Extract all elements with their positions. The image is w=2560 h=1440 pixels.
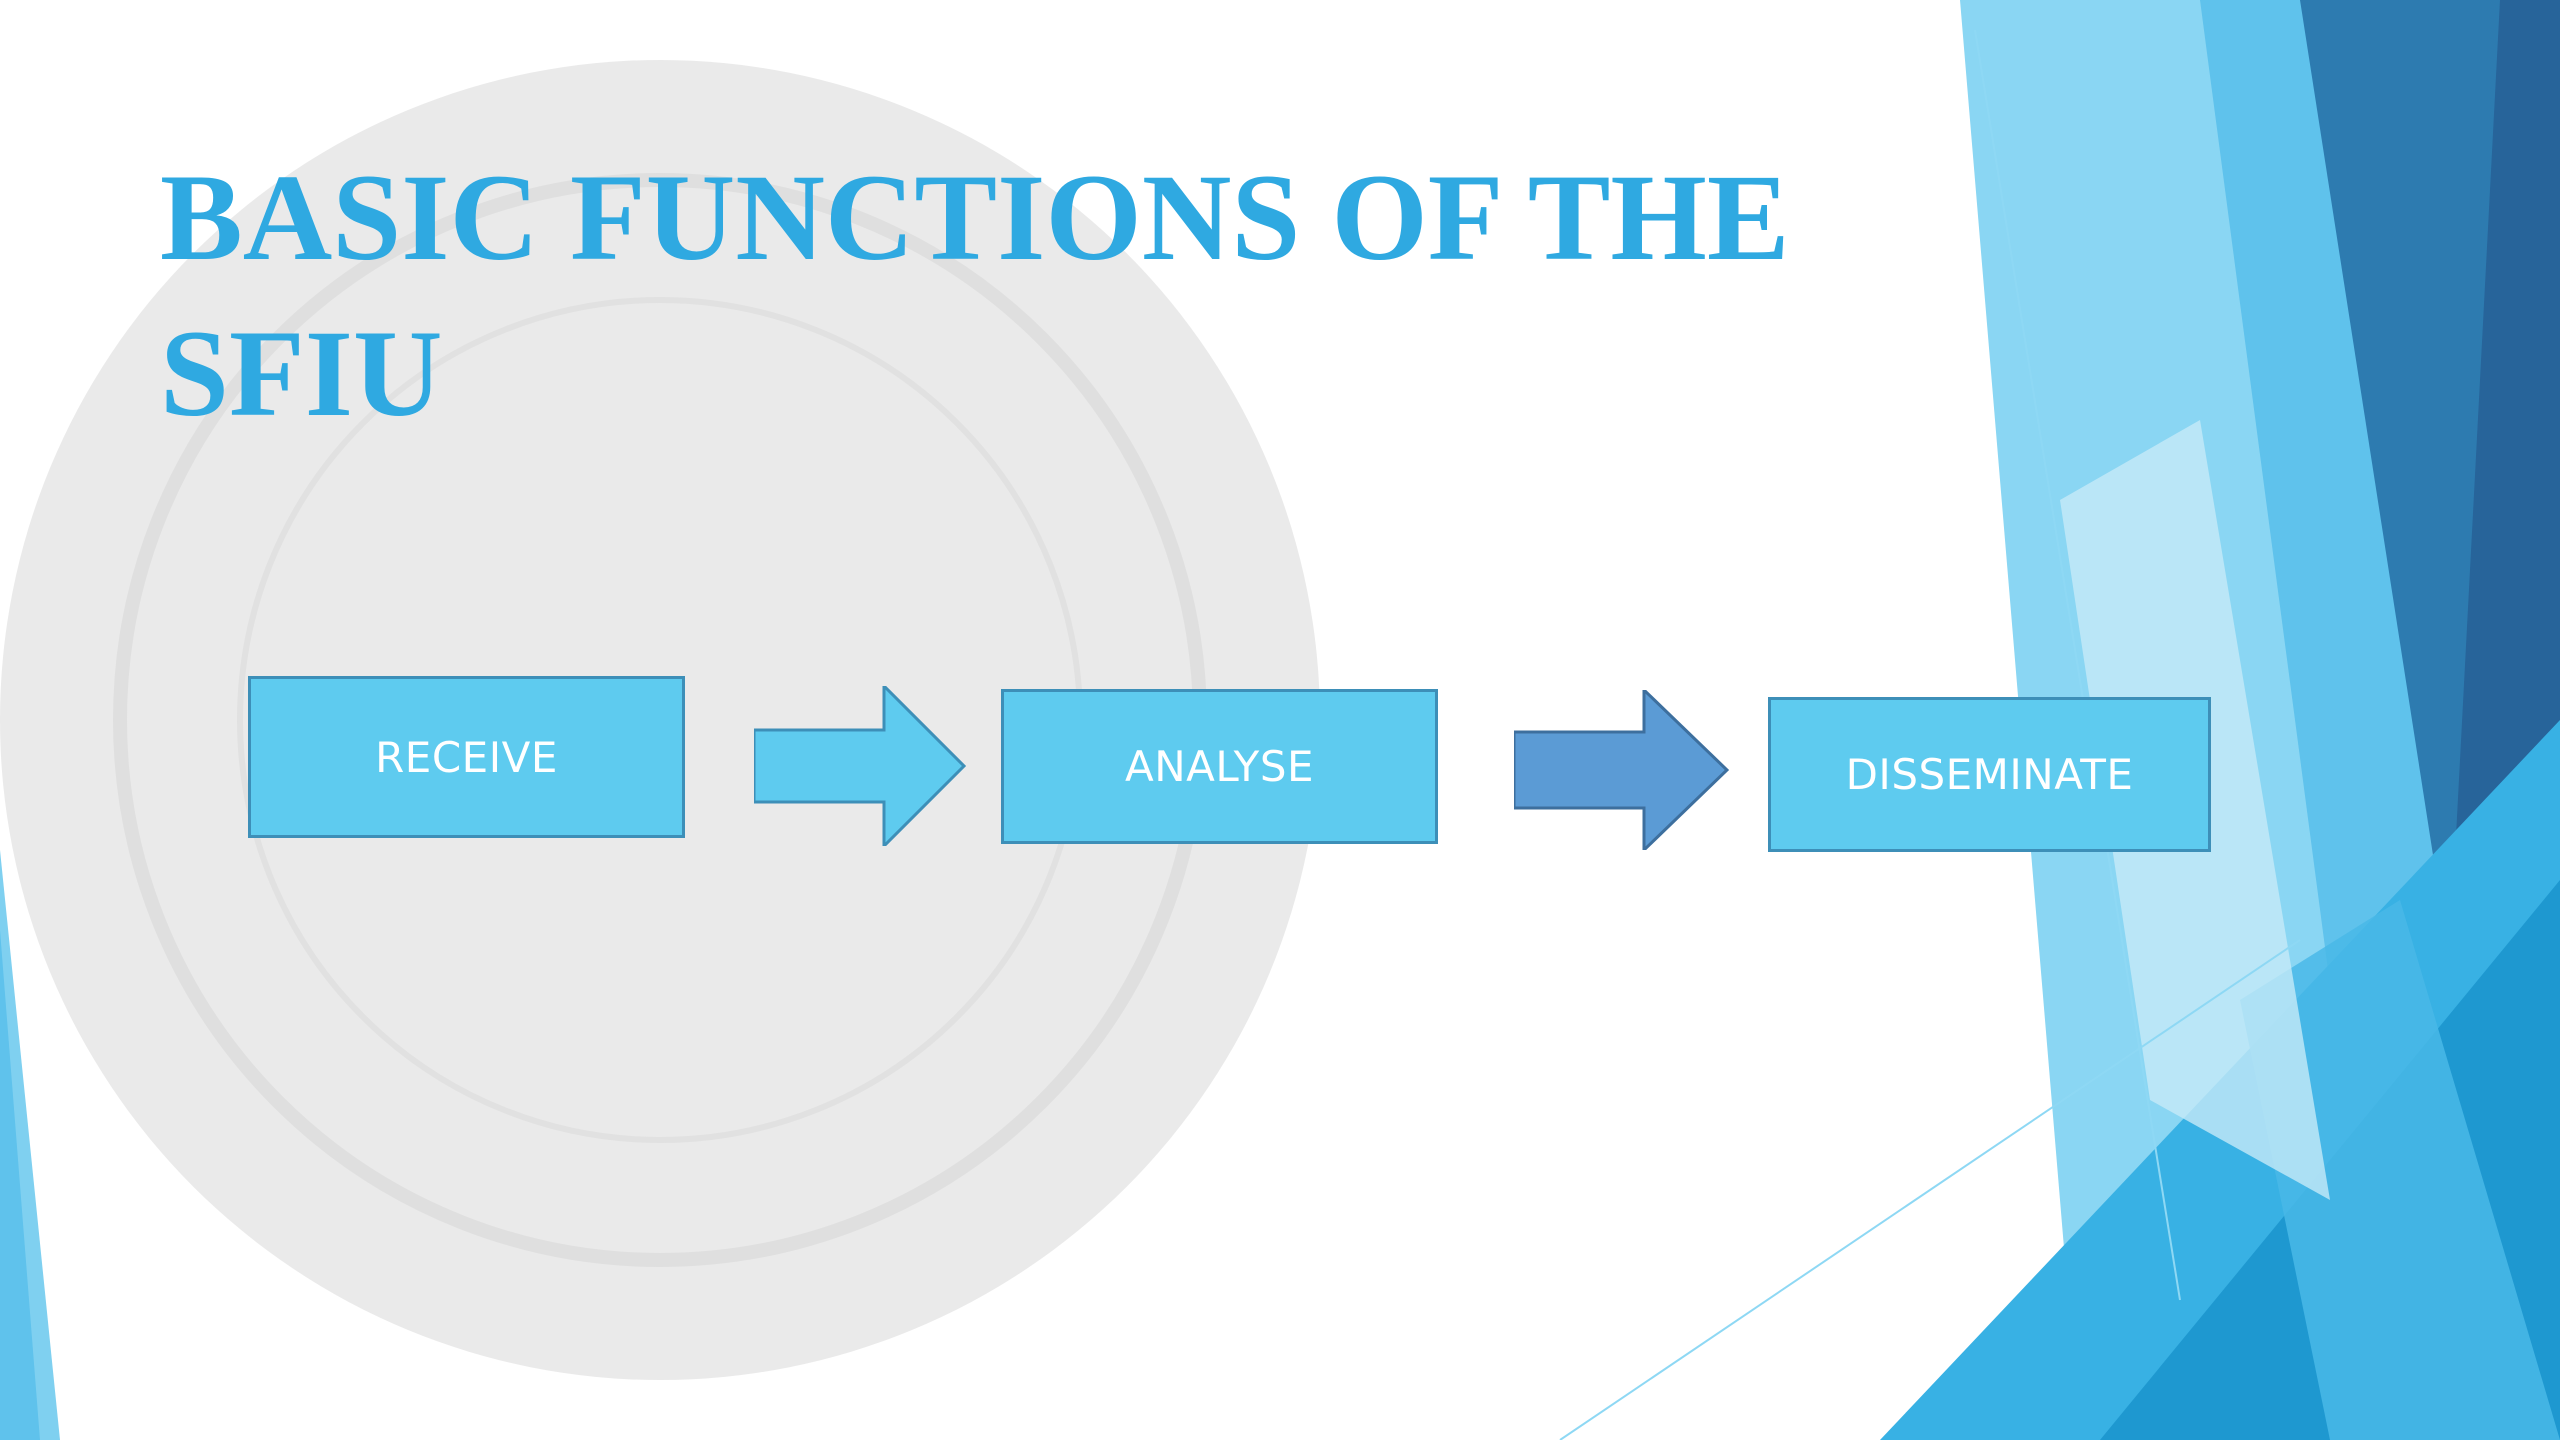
step-disseminate-label: DISSEMINATE	[1845, 750, 2134, 799]
step-disseminate-box: DISSEMINATE	[1768, 697, 2211, 852]
facet-dark-2	[2450, 0, 2560, 950]
step-analyse-label: ANALYSE	[1124, 742, 1315, 791]
right-arrow-icon	[1514, 690, 1729, 850]
step-receive-label: RECEIVE	[375, 732, 558, 782]
step-analyse-box: ANALYSE	[1001, 689, 1438, 844]
facet-mid-3	[2240, 900, 2560, 1440]
facet-line-1	[1974, 29, 2181, 1301]
slide-title: BASIC FUNCTIONS OF THE SFIU	[160, 149, 1790, 442]
facet-line-2	[1559, 939, 2301, 1440]
step-receive-box: RECEIVE	[248, 676, 685, 838]
right-arrow-icon	[754, 686, 966, 846]
